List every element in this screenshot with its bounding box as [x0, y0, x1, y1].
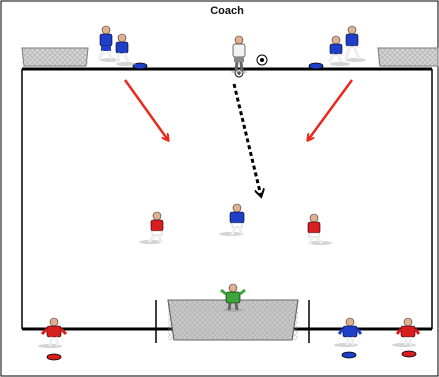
blue-player [344, 25, 366, 62]
red-player [38, 317, 68, 348]
red-player [392, 317, 421, 347]
cone-marker-icon [308, 62, 324, 70]
blue-player [334, 317, 363, 347]
coach-figure [231, 35, 247, 74]
blue-player [219, 203, 245, 236]
red-player [139, 211, 164, 244]
soccer-ball-icon [256, 54, 268, 66]
left-pass-arrow [123, 79, 168, 140]
top-left-mini-goal [21, 47, 89, 67]
red-player [307, 213, 332, 245]
cone-marker-icon [401, 350, 417, 358]
cone-marker-icon [132, 62, 148, 70]
top-right-mini-goal [377, 47, 439, 67]
right-pass-arrow [308, 79, 354, 140]
blue-player [327, 35, 350, 66]
bottom-goal [155, 299, 310, 343]
goalkeeper-player [220, 283, 246, 312]
cone-marker-icon [46, 353, 62, 361]
coach-label: Coach [210, 5, 244, 17]
field-lines [21, 67, 433, 331]
cone-marker-icon [341, 351, 357, 359]
blue-player [114, 33, 136, 66]
coach-ball-path-arrow [232, 83, 261, 196]
